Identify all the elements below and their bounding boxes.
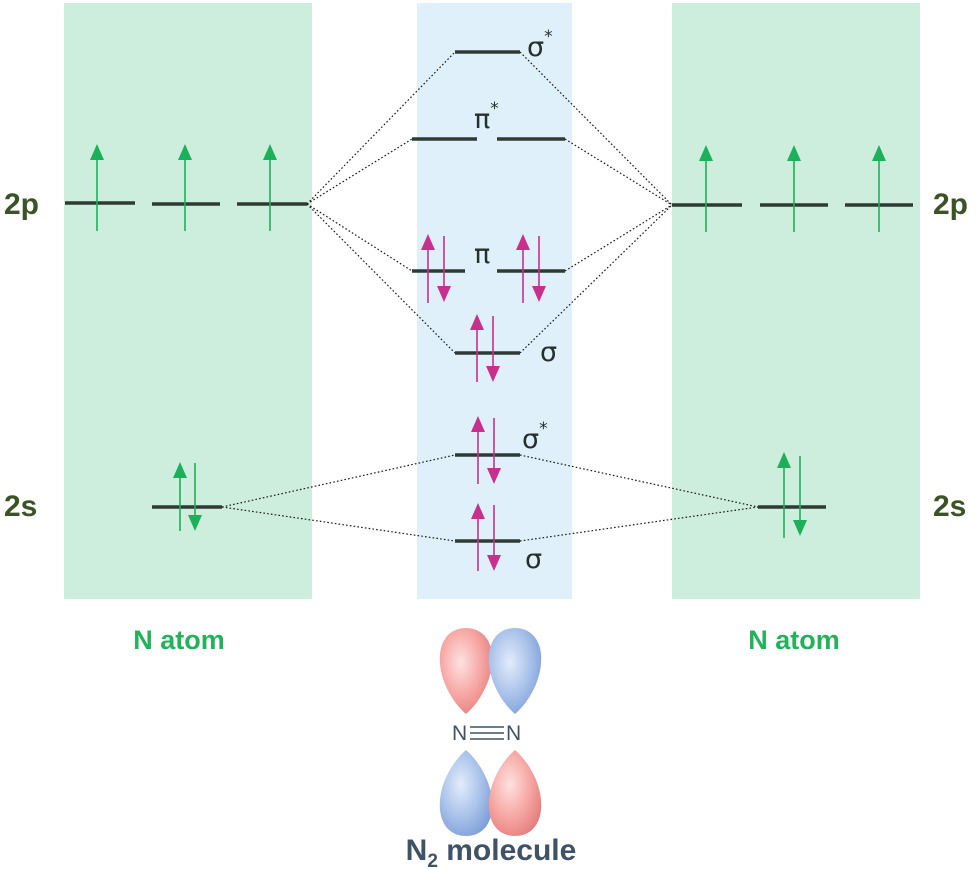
molecule-label: N2 molecule	[406, 834, 577, 870]
sigma-2p-electrons	[470, 314, 500, 382]
red-lobe-top-icon	[439, 628, 493, 714]
right-2p-label: 2p	[933, 188, 968, 221]
right-2p-electron-3	[872, 145, 886, 232]
left-2p-label: 2p	[4, 188, 39, 221]
right-2s-electron-down	[793, 456, 807, 536]
left-2p-electron-2	[178, 144, 192, 231]
n2-orbital-illustration: N N	[439, 628, 542, 836]
blue-lobe-top-icon	[488, 628, 542, 714]
right-2s-label: 2s	[933, 490, 966, 523]
left-2p-electron-3	[263, 144, 277, 231]
sigma-2p-label: σ	[540, 337, 557, 368]
pi-2p-label: π	[474, 239, 490, 270]
correlation-lines	[221, 51, 759, 542]
red-lobe-bottom-icon	[488, 750, 542, 836]
sigma-star-2s-label: σ*	[522, 419, 548, 455]
sigma-2s-label: σ	[525, 544, 542, 575]
right-atom-panel	[672, 3, 920, 599]
left-2p-electron-1	[90, 144, 104, 231]
sigma-star-2p-label: σ*	[527, 27, 553, 63]
pi-2p-electrons-a	[421, 234, 451, 303]
pi-star-2p-label: π*	[474, 99, 499, 135]
left-2s-electron-up	[173, 462, 187, 531]
pi-2p-electrons-b	[516, 234, 546, 303]
blue-lobe-bottom-icon	[439, 750, 493, 836]
left-2p-levels	[65, 201, 307, 206]
left-2s-electron-down	[188, 463, 202, 531]
sigma-star-2s-electrons	[471, 416, 501, 484]
molecule-panel	[417, 3, 572, 599]
left-2s-label: 2s	[4, 490, 37, 523]
right-2s-electron-up	[777, 452, 791, 538]
n2-formula-right: N	[506, 722, 521, 745]
n2-formula-left: N	[452, 722, 467, 745]
triple-bond-icon	[470, 726, 504, 740]
right-2p-electron-2	[787, 145, 801, 232]
right-2p-electron-1	[699, 145, 713, 232]
right-atom-label: N atom	[748, 625, 840, 655]
sigma-2s-electrons	[471, 503, 501, 571]
left-atom-panel	[64, 3, 312, 599]
left-atom-label: N atom	[133, 625, 225, 655]
